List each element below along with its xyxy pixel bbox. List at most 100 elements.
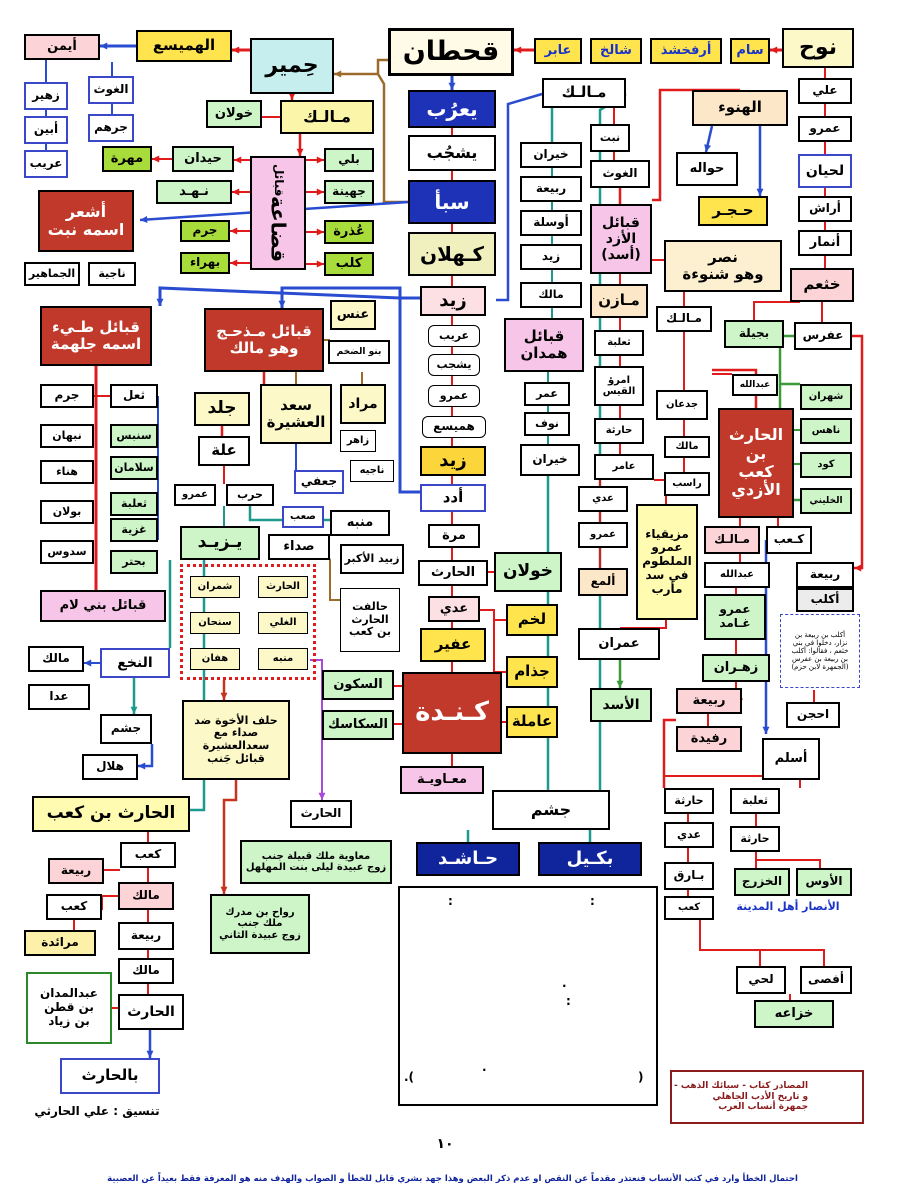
connector: [496, 92, 543, 302]
node-abir: عابر: [534, 38, 582, 64]
node-kalb: كلب: [324, 252, 374, 276]
connector-arrow: [316, 260, 324, 268]
box-mark-6: ).: [404, 1070, 415, 1084]
node-arfakhshad: أرفخشذ: [650, 38, 722, 64]
node-malik-a2: مالك: [664, 436, 710, 458]
connector: [334, 58, 388, 76]
node-haritha-l: حارثة: [664, 788, 714, 814]
node-bawlan: بولان: [40, 500, 94, 524]
node-abdullah-a: عبدالله: [732, 374, 778, 396]
node-imru: امرؤ القيس: [594, 366, 644, 406]
node-himyar: حِمير: [250, 38, 334, 94]
node-zahran: زهـران: [702, 654, 770, 682]
node-hilal: هلال: [82, 754, 138, 780]
node-yashjub2: يشجب: [428, 354, 480, 376]
node-malik-a: مـالـك: [656, 306, 712, 332]
node-kaab-k: كـعب: [766, 526, 812, 554]
connector: [755, 852, 821, 868]
node-rufayda: رفيدة: [676, 726, 742, 752]
node-hawala: حواله: [676, 152, 738, 186]
node-sakasik: السكاسك: [322, 710, 394, 740]
node-kud: كود: [800, 452, 852, 478]
node-khazraj: الخزرج: [734, 868, 790, 896]
node-udad: أدد: [420, 484, 486, 512]
node-adda: عدا: [28, 684, 90, 710]
box-mark-5: .: [482, 1060, 487, 1074]
node-rabia-k: ربيعة: [676, 688, 742, 714]
node-jamahir: الجماهير: [24, 262, 80, 286]
node-amir-a: عامر: [594, 454, 654, 480]
connector-arrow: [230, 259, 238, 267]
node-afras: عفرس: [794, 322, 852, 350]
node-urayb-l: عريب: [24, 150, 68, 178]
connector: [753, 301, 800, 320]
node-zubayd: زبيد الأكبر: [340, 544, 404, 574]
connector-arrow: [220, 886, 228, 894]
node-jusham-n: جشم: [100, 714, 152, 744]
node-bariq: بـارق: [664, 862, 714, 890]
node-asad: الأسد: [590, 688, 652, 722]
node-ali: علي: [798, 78, 852, 104]
node-khuzaa: خزاعه: [754, 1000, 834, 1028]
node-afsa: أفصى: [800, 966, 852, 994]
node-jarm-t: جرم: [40, 384, 94, 408]
connector-arrow: [854, 564, 862, 572]
node-hashid: حـاشـد: [416, 842, 520, 876]
node-banu-dhakham: بنو الضخم: [328, 340, 390, 364]
empty-info-box: [398, 886, 658, 1106]
node-azd: قبائل الأزد (أسد): [590, 204, 652, 274]
node-judham: جذام: [506, 656, 558, 688]
node-nahd: نـهـد: [156, 180, 232, 204]
connector: [280, 286, 420, 308]
node-muawiya-janb: معاوية ملك قبيلة جنب زوج عبيدة ليلى بنت …: [240, 840, 392, 884]
node-kinda: كـنـدة: [402, 672, 502, 754]
connector-arrow: [100, 42, 108, 50]
node-rasib: راسب: [664, 472, 710, 496]
node-ghawth-l: الغوث: [88, 76, 134, 104]
node-jusham: جشم: [492, 790, 610, 830]
node-hamaysa: الهميسع: [136, 30, 232, 62]
node-ans: عنس: [330, 300, 376, 330]
node-amr-c: عمرو: [428, 385, 480, 407]
connector: [222, 780, 238, 894]
node-ansar: الأنصار أهل المدينة: [736, 900, 840, 913]
node-malik-h3: مالك: [118, 958, 174, 984]
node-lakhm: لخم: [506, 604, 558, 636]
node-yarub: يعرُب: [408, 90, 496, 128]
node-ufayr: عفير: [420, 628, 486, 662]
node-shamran: شمران: [190, 576, 240, 598]
connector-arrow: [146, 1050, 154, 1058]
node-sadus: سدوس: [40, 540, 94, 564]
connector-arrow: [318, 792, 326, 800]
node-madhhij: قبائل مـذحـج وهو مالك: [204, 308, 324, 372]
connector-arrow: [770, 46, 778, 54]
box-mark-2: :: [590, 894, 595, 908]
sources-box: المصادر كتاب - سبائك الذهب - و تاريخ الأ…: [670, 1070, 864, 1124]
node-harith-kaab: الحارث بن كعب: [32, 796, 190, 832]
connector: [620, 620, 667, 629]
node-hamdan: قبائل همدان: [504, 318, 584, 372]
connector-arrow: [762, 726, 770, 734]
node-thaalaba-a: ثعلبة: [594, 330, 644, 356]
connector: [778, 334, 800, 386]
node-khawlan-c: خولان: [494, 552, 562, 592]
node-saba: سبأ: [408, 180, 496, 224]
node-harb: حرب: [226, 484, 274, 506]
connector-arrow: [140, 216, 148, 223]
node-yashjub: يشجُب: [408, 135, 496, 171]
node-zayd1: زيد: [420, 286, 486, 316]
connector-arrow: [232, 188, 240, 196]
node-zayd2: زيد: [420, 446, 486, 476]
connector-arrow: [138, 762, 146, 770]
node-muawiya: معـاويـة: [400, 766, 484, 794]
node-najiya: ناجية: [88, 262, 136, 286]
node-munabbih: منبه: [330, 510, 390, 536]
node-rawwah: رواح بن مدرك ملك جنب زوج عبيدة الثاني: [210, 894, 310, 954]
box-mark-7: (: [638, 1070, 644, 1084]
node-anmar: أنمار: [798, 230, 852, 256]
node-yazid: يـزيـد: [180, 526, 260, 560]
connector-arrow: [230, 227, 238, 235]
node-hanu: الهنوء: [692, 90, 788, 126]
connector: [852, 334, 864, 570]
node-udhra: عُذرة: [324, 220, 374, 244]
